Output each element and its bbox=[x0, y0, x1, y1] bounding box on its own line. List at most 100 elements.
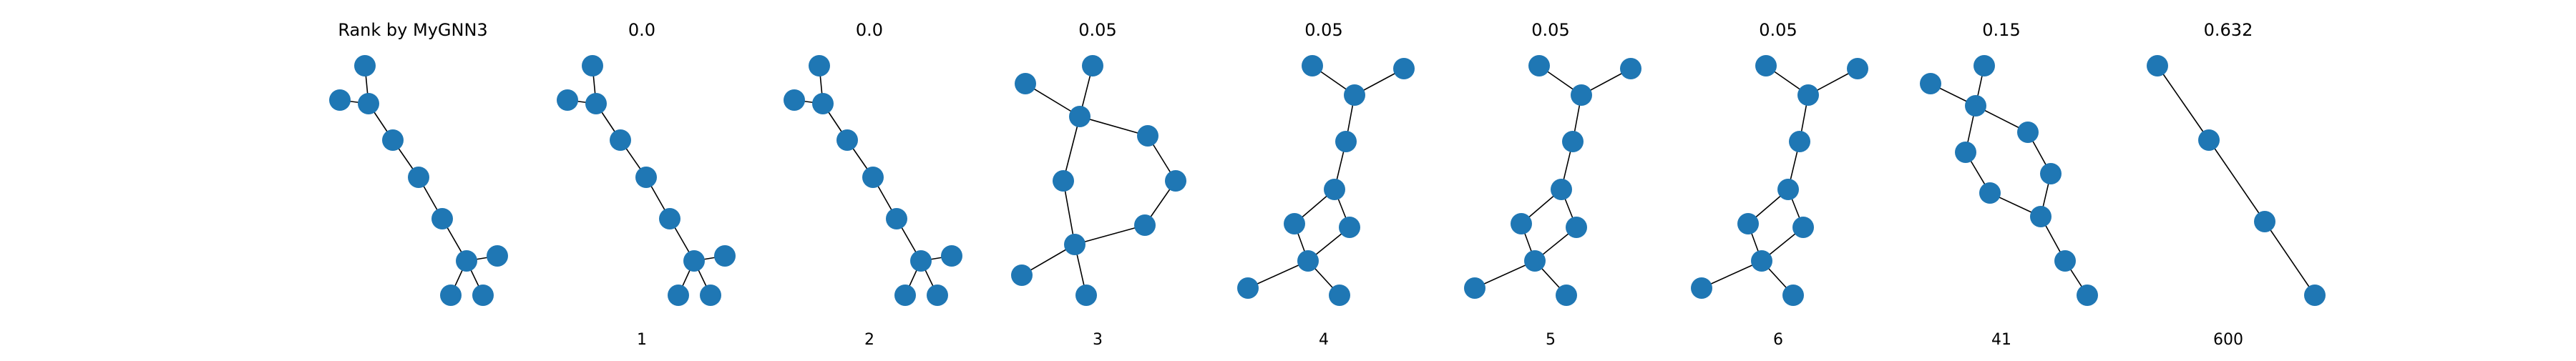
graph-node bbox=[1620, 58, 1641, 79]
graph-node bbox=[836, 129, 858, 151]
graph-node bbox=[1069, 106, 1091, 127]
graph-panel-6: 0.05 5 bbox=[1464, 20, 1641, 349]
graph-edge bbox=[1701, 260, 1762, 289]
rank-label: 2 bbox=[864, 331, 874, 349]
graph-panel-4: 0.05 3 bbox=[1011, 20, 1186, 349]
graph-node bbox=[700, 285, 721, 306]
graph-node bbox=[2054, 250, 2076, 272]
graph-node bbox=[1528, 55, 1550, 76]
rank-label: 600 bbox=[2213, 331, 2243, 349]
graph-node bbox=[2198, 129, 2220, 151]
graph-node bbox=[809, 55, 830, 76]
panel-title: 0.05 bbox=[1759, 20, 1797, 40]
graph-node bbox=[927, 285, 948, 306]
rank-label: 3 bbox=[1093, 331, 1103, 349]
panel-title: 0.15 bbox=[1982, 20, 2020, 40]
graph-node bbox=[1777, 179, 1799, 200]
graph-node bbox=[862, 167, 884, 188]
graph-edge bbox=[1063, 116, 1080, 182]
panel-title: Rank by MyGNN3 bbox=[338, 20, 487, 40]
graph-node bbox=[886, 208, 907, 229]
graph-panel-7: 0.056 bbox=[1691, 20, 1868, 349]
graph-node bbox=[1955, 142, 1976, 163]
panel-title: 0.0 bbox=[628, 20, 655, 40]
graph-node bbox=[1562, 131, 1584, 152]
graph-node bbox=[1302, 55, 1323, 76]
graph-node bbox=[610, 129, 631, 151]
graph-node bbox=[2304, 285, 2326, 306]
graph-node bbox=[1053, 170, 1074, 192]
graph-node bbox=[1064, 234, 1085, 255]
rank-label: 41 bbox=[1991, 331, 2011, 349]
graph-panel-3: 0.02 bbox=[784, 20, 962, 349]
graph-node bbox=[1524, 250, 1546, 272]
graph-node bbox=[1737, 213, 1759, 234]
graph-node bbox=[472, 285, 494, 306]
graph-node bbox=[1847, 58, 1868, 79]
graph-node bbox=[1335, 131, 1357, 152]
graph-node bbox=[408, 167, 429, 188]
graph-node bbox=[1075, 285, 1097, 306]
graph-node bbox=[1329, 285, 1350, 306]
graph-node bbox=[2147, 55, 2168, 76]
graph-node bbox=[1011, 264, 1033, 286]
graph-panel-8: 0.15 41 bbox=[1920, 20, 2098, 349]
graph-node bbox=[1393, 58, 1415, 79]
graph-panel-9: 0.632 600 bbox=[2147, 20, 2326, 349]
graph-node bbox=[582, 55, 603, 76]
graph-node bbox=[358, 93, 379, 114]
graph-node bbox=[1082, 55, 1103, 76]
graph-node bbox=[440, 285, 462, 306]
graph-node bbox=[1015, 73, 1036, 94]
graph-node bbox=[1165, 170, 1186, 192]
graph-edge bbox=[1079, 116, 1148, 137]
graph-node bbox=[1979, 182, 2001, 204]
graph-node bbox=[557, 89, 578, 111]
rank-label: 5 bbox=[1546, 331, 1556, 349]
rank-label: 4 bbox=[1319, 331, 1329, 349]
graph-node bbox=[1751, 250, 1772, 272]
graph-node bbox=[1137, 125, 1158, 147]
graph-node bbox=[1965, 95, 1986, 117]
graph-node bbox=[585, 93, 607, 114]
graph-node bbox=[1339, 217, 1360, 238]
graph-panel-1: Rank by MyGNN3 bbox=[329, 20, 508, 306]
graph-edge bbox=[2208, 139, 2265, 222]
graph-node bbox=[2077, 285, 2098, 306]
graph-node bbox=[1797, 84, 1819, 106]
graph-node bbox=[1920, 73, 1941, 94]
graph-node bbox=[1782, 285, 1804, 306]
graph-node bbox=[2040, 163, 2062, 184]
graph-edge bbox=[1247, 260, 1309, 289]
graph-edge bbox=[2157, 65, 2210, 141]
graph-node bbox=[1297, 250, 1319, 272]
rank-label: 1 bbox=[637, 331, 647, 349]
graph-node bbox=[668, 285, 689, 306]
graph-node bbox=[1755, 55, 1777, 76]
panel-title: 0.05 bbox=[1531, 20, 1569, 40]
graph-node bbox=[659, 208, 680, 229]
graph-node bbox=[894, 285, 916, 306]
graph-node bbox=[683, 250, 705, 272]
graph-node bbox=[1566, 217, 1587, 238]
panel-title: 0.05 bbox=[1078, 20, 1116, 40]
graph-node bbox=[910, 250, 932, 272]
panel-title: 0.632 bbox=[2204, 20, 2253, 40]
graph-node bbox=[354, 55, 376, 76]
graph-node bbox=[456, 250, 477, 272]
graph-node bbox=[1571, 84, 1592, 106]
graph-node bbox=[2030, 206, 2051, 227]
graph-node bbox=[1511, 213, 1532, 234]
graph-node bbox=[2017, 122, 2039, 143]
graph-node bbox=[1792, 217, 1814, 238]
graph-node bbox=[1556, 285, 1577, 306]
graph-node bbox=[329, 89, 351, 111]
graph-node bbox=[635, 167, 657, 188]
graph-edge bbox=[2264, 221, 2316, 296]
graph-node bbox=[487, 245, 508, 267]
graph-panel-2: 0.01 bbox=[557, 20, 736, 349]
graph-edge bbox=[1063, 180, 1075, 245]
graph-node bbox=[1324, 179, 1345, 200]
